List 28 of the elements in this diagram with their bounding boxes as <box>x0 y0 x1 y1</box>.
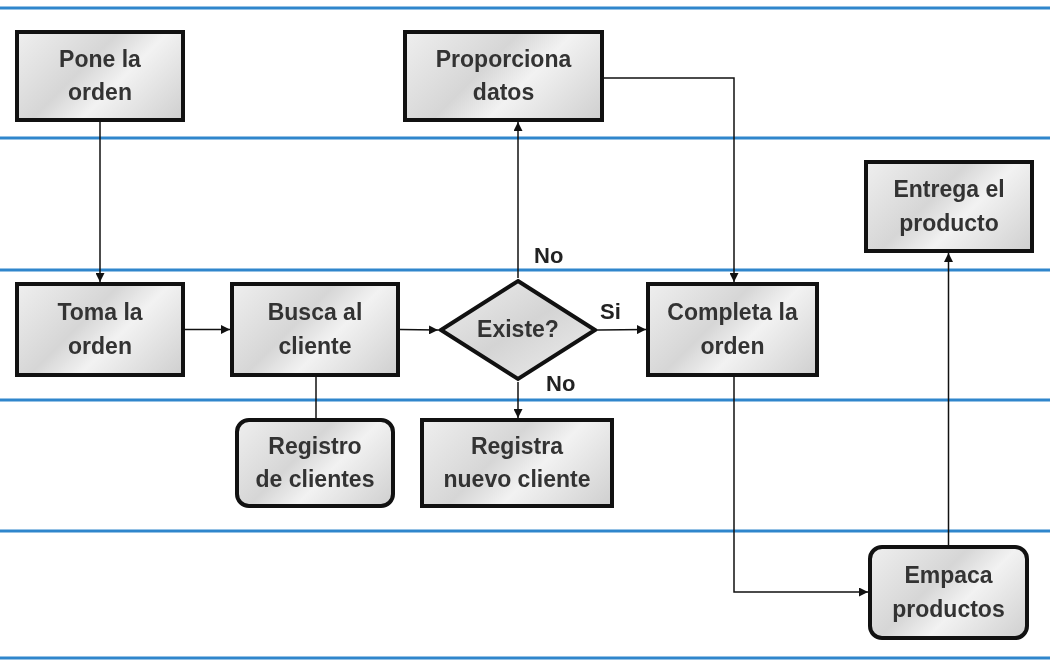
arrow <box>399 325 439 335</box>
node-label: Completa la orden <box>666 298 799 361</box>
arrow <box>944 252 953 546</box>
node-label: Busca al cliente <box>266 298 364 361</box>
node-label: Toma la orden <box>56 298 144 361</box>
process-box <box>230 282 400 377</box>
process-box <box>15 30 185 122</box>
arrow <box>513 121 523 279</box>
process-box <box>646 282 819 377</box>
arrow <box>184 325 231 334</box>
process-box <box>420 418 614 508</box>
node-label: Pone la orden <box>58 44 142 107</box>
arrow <box>95 121 105 283</box>
node-label: Registro de clientes <box>254 431 376 494</box>
node-label: Entrega el producto <box>892 175 1006 238</box>
node-label: Registra nuevo cliente <box>442 431 592 494</box>
data-box <box>868 545 1029 640</box>
data-box <box>235 418 395 508</box>
process-box <box>864 160 1034 253</box>
node-label: Existe? <box>476 315 560 345</box>
arrow <box>603 77 739 283</box>
node-label: Proporciona datos <box>434 44 573 107</box>
arrow <box>513 381 523 419</box>
process-box <box>15 282 185 377</box>
arrow <box>733 376 869 597</box>
process-box <box>403 30 604 122</box>
node-label: Empaca productos <box>891 561 1006 624</box>
arrow <box>597 325 647 335</box>
